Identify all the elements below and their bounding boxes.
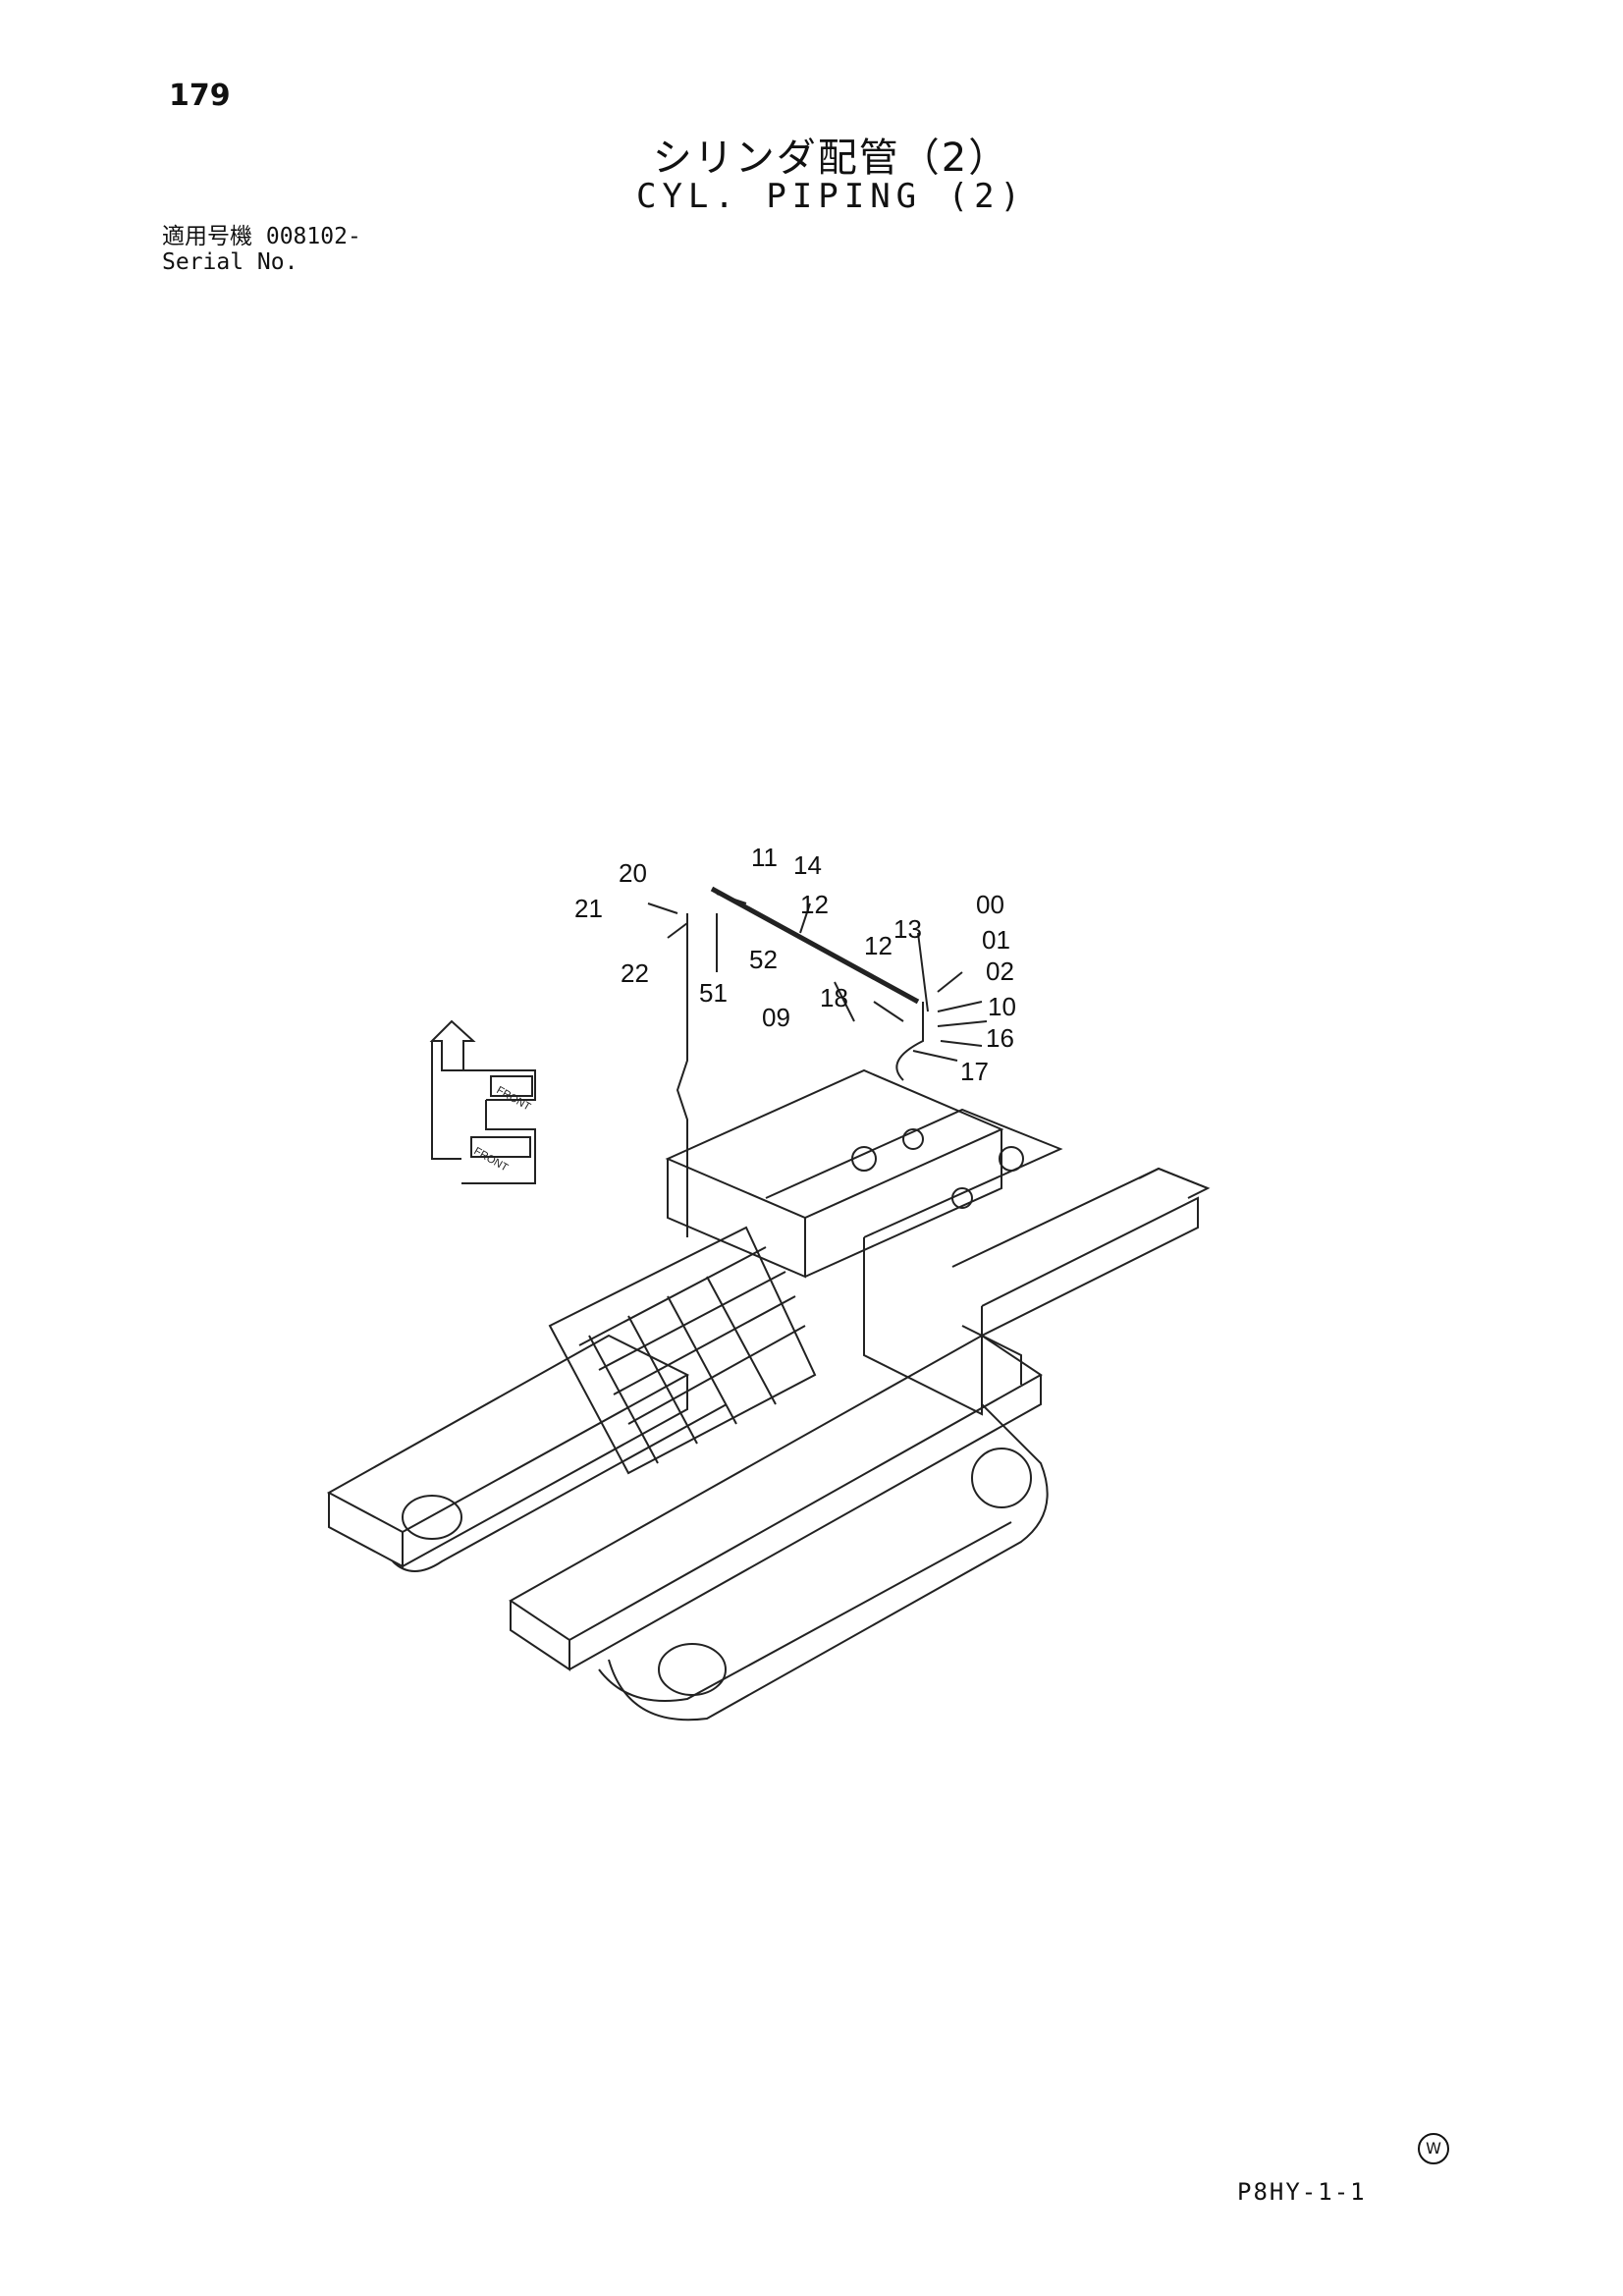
drawing-code: P8HY-1-1 <box>1237 2178 1367 2206</box>
callout-labels: 20 11 14 21 12 22 52 51 09 13 00 12 01 0… <box>574 843 1016 1086</box>
serial-label-japanese: 適用号機 <box>162 224 252 249</box>
serial-value: 008102- <box>265 224 361 249</box>
page-title-japanese: シリンダ配管（2） <box>652 136 1010 181</box>
callout-label: 12 <box>800 890 829 919</box>
direction-label: FRONT <box>495 1084 533 1113</box>
serial-row: 適用号機 008102- <box>162 224 361 249</box>
page-title-english: CYL. PIPING (2) <box>635 177 1027 216</box>
callout-label: 17 <box>960 1057 989 1086</box>
serial-block: 適用号機 008102- Serial No. <box>162 224 361 275</box>
callout-label: 18 <box>820 983 848 1012</box>
right-track-frame <box>509 1334 1049 1722</box>
callout-label: 02 <box>986 957 1014 986</box>
callout-label: 14 <box>793 850 822 880</box>
hydraulic-pipe <box>647 886 988 1237</box>
callout-label: 22 <box>621 958 649 988</box>
serial-label-english: Serial No. <box>162 249 298 275</box>
callout-label: 21 <box>574 894 603 923</box>
left-track-frame <box>326 1334 728 1572</box>
callout-label: 12 <box>864 931 893 960</box>
direction-label: FRONT <box>472 1145 511 1174</box>
page-number: 179 <box>169 79 231 113</box>
callout-label: 13 <box>893 914 922 944</box>
callout-label: 09 <box>762 1003 790 1032</box>
w-mark-icon: W <box>1418 2133 1449 2164</box>
callout-label: 11 <box>751 843 778 872</box>
callout-label: 20 <box>619 858 647 888</box>
callout-label: 52 <box>749 945 778 974</box>
callout-label: 10 <box>988 992 1016 1021</box>
tread-grid <box>548 1226 817 1475</box>
callout-label: 00 <box>976 890 1004 919</box>
callout-label: 01 <box>982 925 1010 955</box>
callout-label: 51 <box>699 978 728 1008</box>
direction-indicator-icon: FRONT FRONT <box>429 1019 536 1184</box>
upper-frame <box>665 1068 1211 1416</box>
callout-label: 16 <box>986 1023 1014 1053</box>
